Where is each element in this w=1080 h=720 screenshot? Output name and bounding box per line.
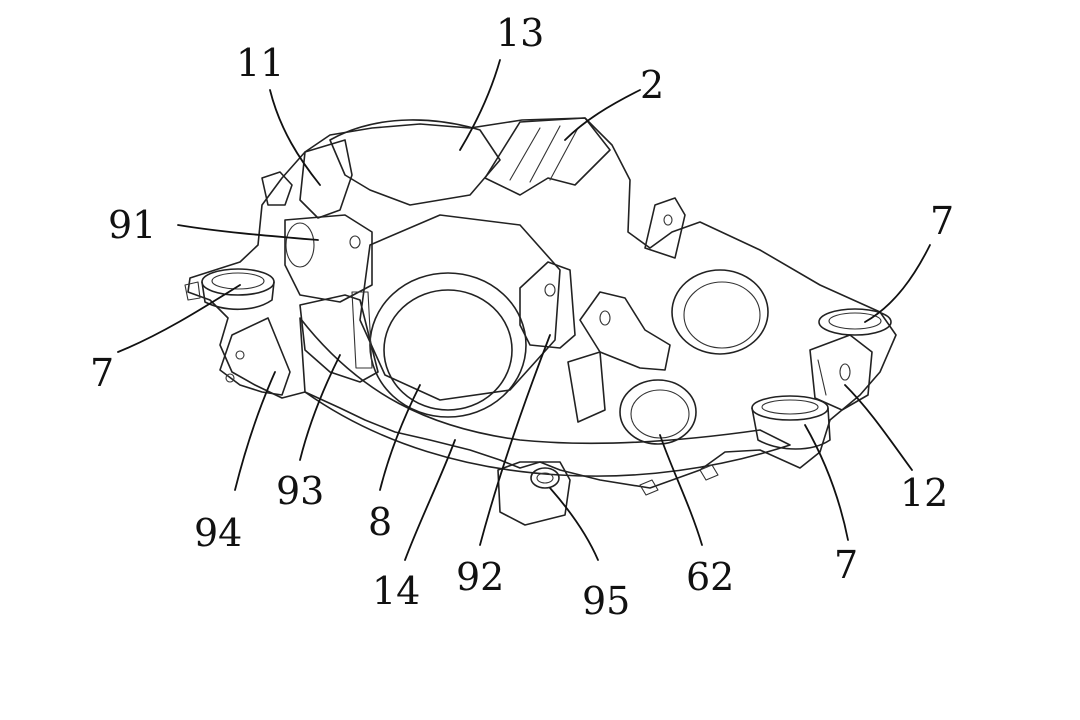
left-mount-arm bbox=[219, 317, 291, 396]
upper-shell bbox=[329, 119, 501, 206]
leader-8 bbox=[379, 384, 421, 491]
right-bore-lower-inner bbox=[630, 389, 690, 439]
left-lower-bracket-slot bbox=[351, 291, 373, 369]
subframe-body bbox=[184, 117, 897, 526]
leader-7-top-right bbox=[864, 244, 931, 323]
left-front-bushing-inner bbox=[211, 272, 265, 290]
left-side-plate bbox=[299, 139, 353, 219]
right-side-bracket-pin bbox=[599, 310, 611, 326]
leader-91 bbox=[177, 224, 319, 241]
label-12: 12 bbox=[900, 471, 948, 515]
right-rear-bushing-inner bbox=[828, 312, 882, 330]
label-13: 13 bbox=[496, 11, 544, 55]
leader-11 bbox=[269, 89, 321, 186]
right-bore-upper bbox=[671, 269, 769, 355]
label-93: 93 bbox=[276, 469, 324, 513]
front-crossmember bbox=[299, 317, 791, 477]
label-2: 2 bbox=[640, 63, 664, 107]
leader-62 bbox=[659, 434, 703, 546]
fastener-3 bbox=[184, 281, 201, 301]
right-top-tab-hole bbox=[663, 214, 673, 226]
reference-labels: 11 13 2 91 7 7 12 7 94 93 8 14 92 95 62 bbox=[90, 11, 954, 623]
right-bore-lower bbox=[619, 379, 697, 445]
left-front-bushing-body bbox=[201, 281, 275, 311]
label-92: 92 bbox=[456, 555, 504, 599]
left-mount-hole-1 bbox=[235, 350, 245, 360]
left-mount-hole-2 bbox=[225, 373, 235, 383]
leader-95 bbox=[549, 487, 599, 561]
label-95: 95 bbox=[582, 579, 630, 623]
label-62: 62 bbox=[686, 555, 734, 599]
right-end-bracket-hole bbox=[839, 363, 851, 381]
left-lug-hole bbox=[285, 222, 315, 268]
fastener-1 bbox=[639, 479, 659, 496]
left-lug-pin bbox=[349, 235, 361, 249]
right-side-bracket bbox=[579, 291, 671, 371]
lower-bushing-inner bbox=[536, 472, 554, 484]
upper-tower bbox=[484, 117, 611, 196]
right-lug bbox=[519, 261, 576, 349]
label-8: 8 bbox=[368, 500, 392, 544]
right-lug-pin bbox=[544, 283, 556, 297]
label-7-bottom-right: 7 bbox=[834, 543, 858, 587]
lower-rib-plate bbox=[567, 351, 606, 423]
lower-bushing bbox=[530, 467, 560, 489]
subframe-outline bbox=[187, 117, 897, 489]
label-7-left: 7 bbox=[90, 351, 114, 395]
right-end-bracket-rib bbox=[817, 359, 827, 396]
left-lug bbox=[284, 214, 373, 303]
right-front-bushing-inner bbox=[761, 399, 819, 415]
label-91: 91 bbox=[108, 203, 156, 247]
central-hub bbox=[359, 214, 561, 401]
right-top-tab bbox=[644, 197, 686, 259]
fastener-2 bbox=[699, 464, 719, 481]
label-94: 94 bbox=[194, 511, 242, 555]
leader-7-left bbox=[117, 284, 241, 353]
label-7-top-right: 7 bbox=[930, 199, 954, 243]
right-rear-bushing bbox=[818, 308, 892, 336]
leader-93 bbox=[299, 354, 341, 461]
main-bore-inner bbox=[383, 289, 513, 411]
leader-92 bbox=[479, 334, 551, 546]
leader-7-bottom-right bbox=[804, 424, 849, 541]
right-end-bracket bbox=[809, 334, 873, 411]
right-front-bushing-body bbox=[751, 407, 831, 450]
leader-lines bbox=[117, 59, 931, 561]
leader-94 bbox=[234, 371, 276, 491]
label-14: 14 bbox=[372, 569, 420, 613]
leader-13 bbox=[459, 59, 501, 151]
upper-tower-rib-2 bbox=[529, 125, 561, 183]
lower-bushing-housing bbox=[497, 461, 571, 526]
leader-14 bbox=[404, 439, 456, 561]
right-bore-upper-inner bbox=[683, 281, 761, 349]
leader-2 bbox=[564, 89, 641, 141]
left-rear-bushing bbox=[261, 171, 293, 206]
label-11: 11 bbox=[236, 41, 284, 85]
upper-tower-rib-1 bbox=[509, 127, 541, 181]
main-bore-outer bbox=[369, 272, 527, 418]
upper-tower-rib-3 bbox=[549, 127, 579, 181]
leader-12 bbox=[844, 384, 913, 471]
left-lower-bracket bbox=[299, 294, 379, 383]
